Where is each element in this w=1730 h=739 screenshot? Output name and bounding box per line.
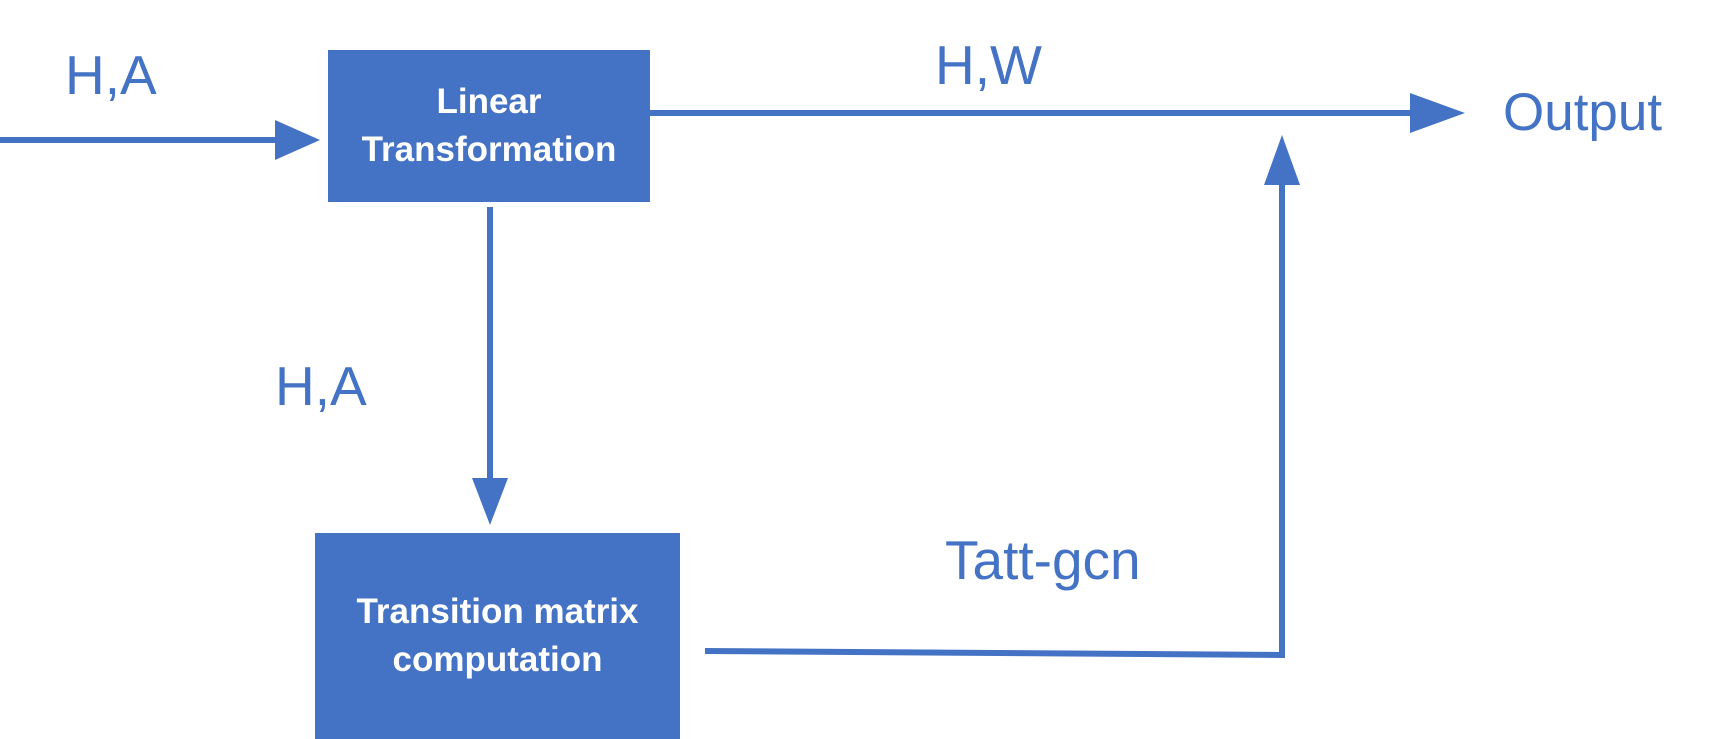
down-edge-label: H,A xyxy=(275,355,367,417)
transition-box-line1: Transition matrix xyxy=(356,592,639,631)
output-arrow xyxy=(650,93,1465,133)
transition-matrix-box: Transition matrix computation xyxy=(315,533,680,739)
input-arrow xyxy=(0,120,320,160)
linear-box-line1: Linear xyxy=(436,82,542,121)
input-label: H,A xyxy=(65,44,157,106)
top-edge-label: H,W xyxy=(935,34,1042,96)
linear-transformation-box: Linear Transformation xyxy=(328,50,650,202)
transition-box-line2: computation xyxy=(392,640,603,679)
linear-box-line2: Transformation xyxy=(361,130,617,169)
bottom-edge-label: Tatt-gcn xyxy=(945,529,1141,591)
down-arrow xyxy=(472,207,508,525)
output-label: Output xyxy=(1503,83,1663,142)
tatt-gcn-arrow xyxy=(704,135,1300,659)
